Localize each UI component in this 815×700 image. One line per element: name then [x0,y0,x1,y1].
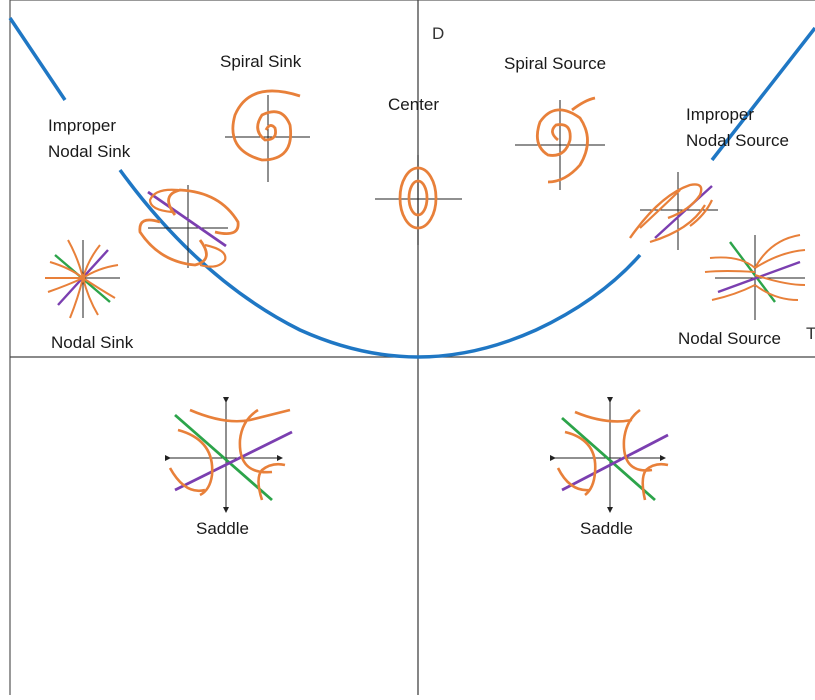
spiral-sink-label: Spiral Sink [220,52,302,71]
nodal-source-portrait [704,234,806,320]
improper-nodal-source-label-line1: Improper [686,105,755,124]
improper-nodal-source-portrait [629,172,718,250]
improper-nodal-sink-portrait [138,185,240,268]
spiral-source-portrait [515,96,605,190]
saddle-right-portrait [550,397,669,513]
improper-nodal-source-label-line2: Nodal Source [686,131,790,150]
spiral-sink-portrait [225,89,310,182]
improper-nodal-sink-label-line1: Improper [48,116,117,135]
center-portrait [375,155,462,245]
t-axis-label: T [806,324,815,343]
improper-nodal-sink-label-line2: Nodal Sink [48,142,131,161]
nodal-sink-portrait [45,239,120,319]
nodal-source-label: Nodal Source [678,329,782,348]
repeated-eigenvalue-parabola [8,17,815,359]
saddle-left-portrait [165,397,293,513]
frame-border [9,0,815,700]
center-label: Center [388,95,440,114]
d-axis-label: D [432,24,445,43]
spiral-source-label: Spiral Source [504,54,607,73]
saddle-right-label: Saddle [580,519,633,538]
saddle-left-label: Saddle [196,519,249,538]
nodal-sink-label: Nodal Sink [51,333,134,352]
